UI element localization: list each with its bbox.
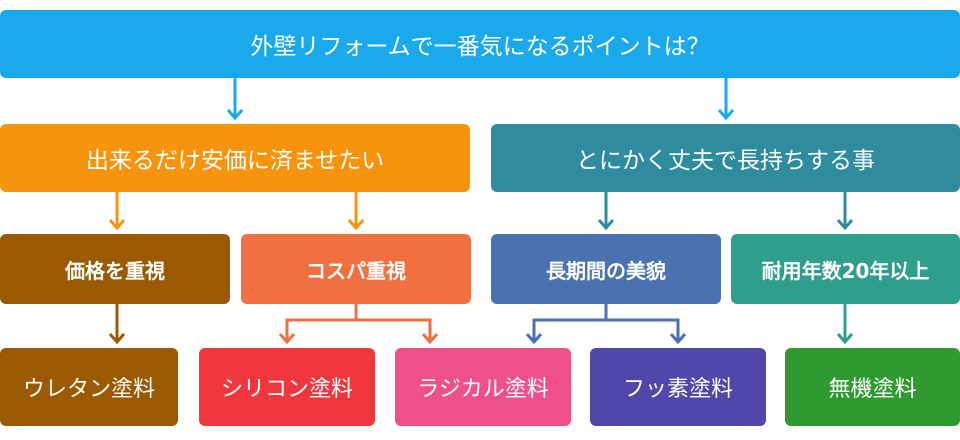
sub-beauty: 長期間の美貌	[491, 234, 721, 304]
arrowhead-cheap-to-price	[108, 219, 126, 231]
arrowhead-durable-to-years	[836, 219, 854, 231]
arrowhead-price-to-urethane	[108, 333, 126, 345]
arrowhead-title-to-cheap	[226, 109, 244, 121]
arrow-cospa-branch	[285, 304, 358, 340]
arrow-beauty-branch-right	[606, 318, 680, 340]
arrow-beauty-branch	[532, 304, 608, 340]
paint-silicone: シリコン塗料	[199, 348, 375, 426]
paint-fluorine: フッ素塗料	[590, 348, 766, 426]
sub-price: 価格を重視	[0, 234, 230, 304]
arrowhead-years-to-inorganic	[836, 333, 854, 345]
sub-years: 耐用年数20年以上	[731, 234, 960, 304]
arrowhead-cheap-to-cospa	[347, 219, 365, 231]
arrow-cospa-branch-right	[356, 318, 432, 340]
paint-urethane: ウレタン塗料	[0, 348, 178, 426]
paint-inorganic: 無機塗料	[785, 348, 960, 426]
category-durable: とにかく丈夫で長持ちする事	[491, 124, 960, 192]
arrowhead-title-to-durable	[717, 109, 735, 121]
category-cheap: 出来るだけ安価に済ませたい	[0, 124, 470, 192]
paint-radical: ラジカル塗料	[395, 348, 571, 426]
arrowhead-cospa-to-silicone	[278, 333, 296, 345]
arrowhead-beauty-to-fluorine	[669, 333, 687, 345]
arrowhead-cospa-to-radical	[421, 333, 439, 345]
sub-cospa: コスパ重視	[241, 234, 471, 304]
arrowhead-durable-to-beauty	[597, 219, 615, 231]
arrowhead-beauty-to-radical	[525, 333, 543, 345]
question-title: 外壁リフォームで一番気になるポイントは？	[0, 10, 960, 78]
